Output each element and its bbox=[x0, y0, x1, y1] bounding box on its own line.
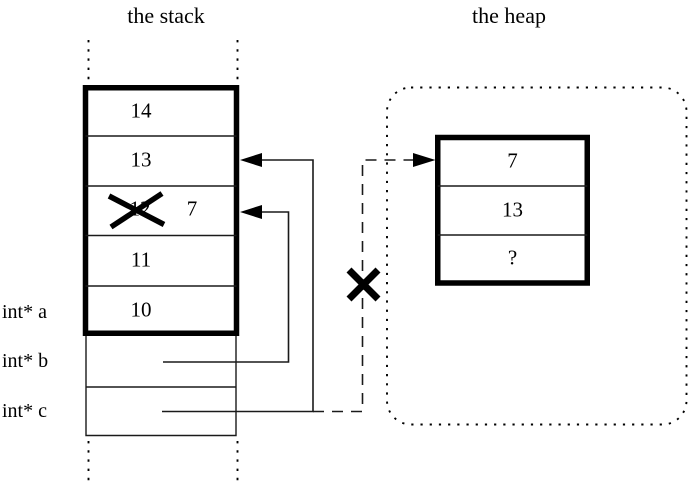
heap-cell-dividers bbox=[437, 185, 588, 236]
dangling-cross-icon bbox=[346, 267, 381, 302]
stack-cell-value-12-crossed: 12 bbox=[129, 196, 151, 221]
stack-cell-new-value-7: 7 bbox=[186, 196, 198, 221]
stack-title: the stack bbox=[127, 3, 205, 28]
stack-cell-value-11: 11 bbox=[130, 247, 152, 271]
stack-extension-box bbox=[85, 336, 237, 437]
heap-cell-value-13: 13 bbox=[502, 197, 523, 222]
stack-cell-value-14: 14 bbox=[130, 98, 152, 123]
stack-cell-value-13: 13 bbox=[130, 147, 152, 172]
pointer-line-c bbox=[162, 159, 314, 413]
stack-dotted-guides bbox=[87, 40, 239, 486]
heap-region-outline bbox=[386, 86, 688, 426]
arrowhead-heap-icon bbox=[413, 153, 436, 167]
pointer-var-label-c: int* c bbox=[2, 400, 47, 423]
pointer-var-label-b: int* b bbox=[2, 350, 49, 373]
arrowhead-c-icon bbox=[240, 153, 262, 167]
pointer-var-label-a: int* a bbox=[2, 301, 47, 324]
stack-cell-value-10: 10 bbox=[130, 297, 152, 322]
heap-title: the heap bbox=[472, 3, 546, 28]
heap-cell-value-question: ? bbox=[507, 245, 518, 270]
stack-frame-box bbox=[82, 85, 240, 336]
stack-cell-dividers bbox=[85, 135, 237, 287]
pointer-line-b bbox=[163, 211, 290, 363]
overwrite-cross-icon bbox=[107, 191, 166, 230]
heap-block-box bbox=[435, 134, 590, 286]
heap-cell-value-7: 7 bbox=[507, 148, 518, 173]
arrowhead-b-icon bbox=[240, 205, 262, 219]
